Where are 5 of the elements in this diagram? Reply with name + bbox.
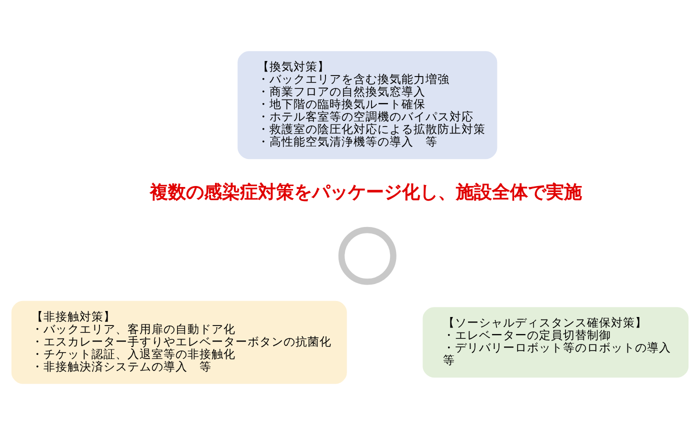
node-circle xyxy=(338,226,396,285)
node-box: 【ソーシャルディスタンス確保対策】 ・エレベーターの定員切替制御 ・デリバリーロボット等のロボットの導入 等 xyxy=(422,307,689,378)
node-box: 【非接触対策】 ・バックエリア、客用扉の自動ドア化 ・エスカレーター手すりやエレベーターボタンの抗菌化 ・チケット認証、入退室等の非接触化 ・非接触決済システムの導入 等 xyxy=(11,300,347,384)
label: 複数の感染症対策をパッケージ化し、施設全体で実施 xyxy=(150,182,582,203)
node-box: 【換気対策】 ・バックエリアを含む換気能力増強 ・商業フロアの自然換気窓導入 ・地下階の臨時換気ルート確保 ・ホテル客室等の空調機のバイパス対応 ・救護室の陰圧化対応による拡散防止対策 ・高性能空気清浄機等の導入 等 xyxy=(238,51,498,160)
